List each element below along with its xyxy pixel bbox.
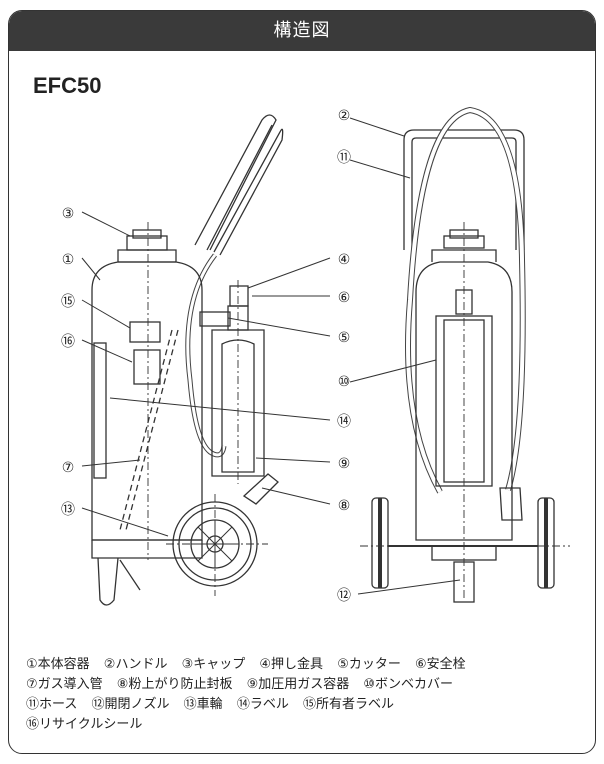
callout-11: ⑪	[337, 150, 351, 166]
legend-line-1: ①本体容器 ②ハンドル ③キャップ ④押し金具 ⑤カッター ⑥安全栓	[26, 655, 586, 675]
legend-item: ⑥安全栓	[414, 657, 466, 672]
handle-right-view	[403, 129, 525, 250]
callout-13: ⑬	[61, 502, 75, 518]
legend-item: ⑪ホース	[26, 697, 78, 712]
legend-item: ⑯リサイクルシール	[26, 717, 143, 732]
handle-left-view	[194, 114, 277, 251]
label-left-view	[93, 342, 107, 479]
model-name: EFC50	[33, 73, 102, 98]
owner-label-left-view	[129, 321, 161, 343]
callout-4: ④	[338, 252, 351, 268]
callout-1: ①	[62, 252, 75, 268]
structure-panel: 構造図 EFC50	[8, 10, 596, 754]
legend-item: ⑤カッター	[337, 657, 401, 672]
legend-item: ⑨加圧用ガス容器	[246, 677, 350, 692]
legend-item: ①本体容器	[26, 657, 90, 672]
panel-title: 構造図	[273, 20, 331, 41]
callout-3: ③	[62, 206, 75, 222]
callout-8: ⑧	[338, 498, 351, 514]
hose-right-view	[405, 106, 526, 494]
callout-15: ⑮	[61, 294, 75, 310]
body-left-view	[91, 261, 203, 541]
parts-legend: ①本体容器 ②ハンドル ③キャップ ④押し金具 ⑤カッター ⑥安全栓 ⑦ガス導入…	[26, 655, 586, 735]
callout-12: ⑫	[337, 588, 351, 604]
legend-line-4: ⑯リサイクルシール	[26, 715, 586, 735]
callout-9: ⑨	[338, 456, 351, 472]
legend-item: ⑦ガス導入管	[26, 677, 103, 692]
legend-line-2: ⑦ガス導入管 ⑧粉上がり防止封板 ⑨加圧用ガス容器 ⑩ボンベカバー	[26, 675, 586, 695]
legend-line-3: ⑪ホース ⑫開閉ノズル ⑬車輪 ⑭ラベル ⑮所有者ラベル	[26, 695, 586, 715]
legend-item: ⑧粉上がり防止封板	[116, 677, 233, 692]
callout-7: ⑦	[62, 460, 75, 476]
legend-item: ④押し金具	[259, 657, 324, 672]
callout-5: ⑤	[338, 330, 351, 346]
legend-item: ⑬車輪	[183, 697, 223, 712]
callout-14: ⑭	[337, 414, 351, 430]
legend-item: ②ハンドル	[103, 657, 168, 672]
legend-item: ⑩ボンベカバー	[363, 677, 454, 692]
callout-10: ⑩	[338, 374, 351, 390]
hose-left-view	[185, 253, 227, 458]
legend-item: ⑭ラベル	[236, 697, 289, 712]
legend-item: ③キャップ	[181, 657, 246, 672]
cylinder-cover-right-view	[435, 315, 493, 487]
cap-right-view	[443, 235, 485, 249]
callout-6: ⑥	[338, 290, 351, 306]
panel-header: 構造図	[9, 11, 595, 51]
legend-item: ⑫開閉ノズル	[91, 697, 170, 712]
legend-item: ⑮所有者ラベル	[302, 697, 394, 712]
body-right-view	[415, 261, 513, 541]
recycle-seal-left-view	[133, 349, 161, 385]
callout-2: ②	[338, 108, 351, 124]
callout-16: ⑯	[61, 334, 75, 350]
